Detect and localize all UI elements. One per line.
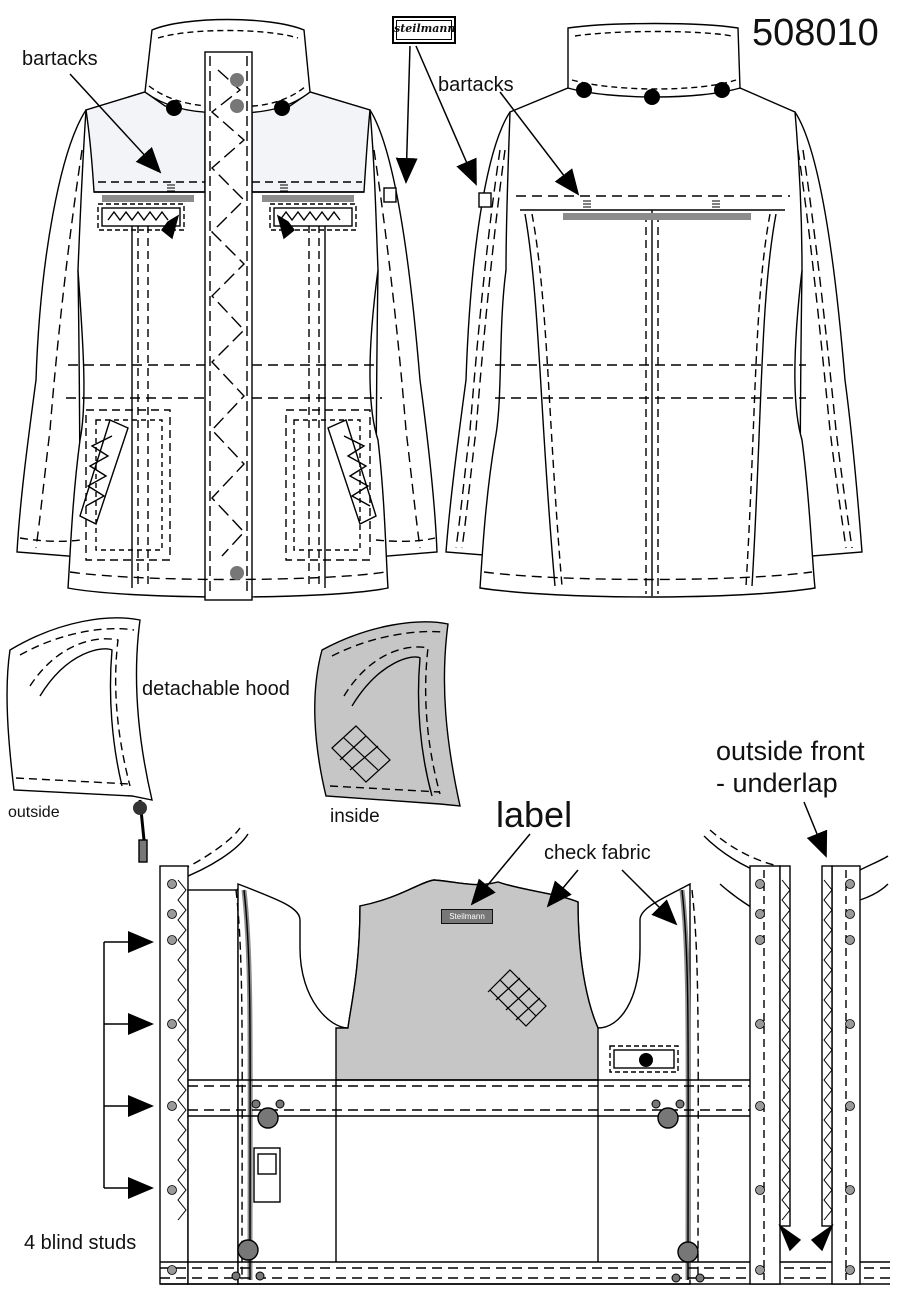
outside-front-line2: - underlap bbox=[716, 768, 838, 798]
back-jacket bbox=[445, 22, 863, 598]
lining-view bbox=[159, 827, 890, 1285]
outside-front-label: outside front - underlap bbox=[716, 735, 865, 799]
hood-outside bbox=[6, 617, 153, 863]
label-tag: Steilmann bbox=[441, 909, 493, 924]
blind-studs bbox=[167, 879, 855, 1275]
placket-stud-2 bbox=[230, 99, 244, 113]
placket-stud-3 bbox=[230, 566, 244, 580]
back-collar-stud-2 bbox=[644, 89, 660, 105]
check-fabric-label: check fabric bbox=[544, 842, 651, 864]
label-callout: label bbox=[496, 794, 573, 835]
hood-inside-label: inside bbox=[330, 806, 380, 827]
front-jacket bbox=[16, 18, 438, 601]
blind-studs-label: 4 blind studs bbox=[24, 1232, 137, 1254]
style-code: 508010 bbox=[752, 12, 879, 54]
placket-stud-1 bbox=[230, 73, 244, 87]
detachable-hood-label: detachable hood bbox=[142, 678, 290, 700]
hood-inside bbox=[314, 621, 461, 807]
back-collar-stud-1 bbox=[576, 82, 592, 98]
bartacks-back-label: bartacks bbox=[438, 74, 514, 96]
collar-stud-right bbox=[274, 100, 290, 116]
yoke-bar-left bbox=[102, 195, 194, 202]
back-yoke-bar bbox=[563, 213, 751, 220]
outside-front-line1: outside front bbox=[716, 736, 865, 766]
collar-stud-left bbox=[166, 100, 182, 116]
callout-arrows bbox=[69, 45, 828, 1199]
brand-tag: steilmann bbox=[392, 16, 456, 44]
hood-outside-label: outside bbox=[8, 804, 60, 821]
bartacks-front-label: bartacks bbox=[22, 48, 98, 70]
back-collar-stud-3 bbox=[714, 82, 730, 98]
yoke-bar-right bbox=[262, 195, 354, 202]
